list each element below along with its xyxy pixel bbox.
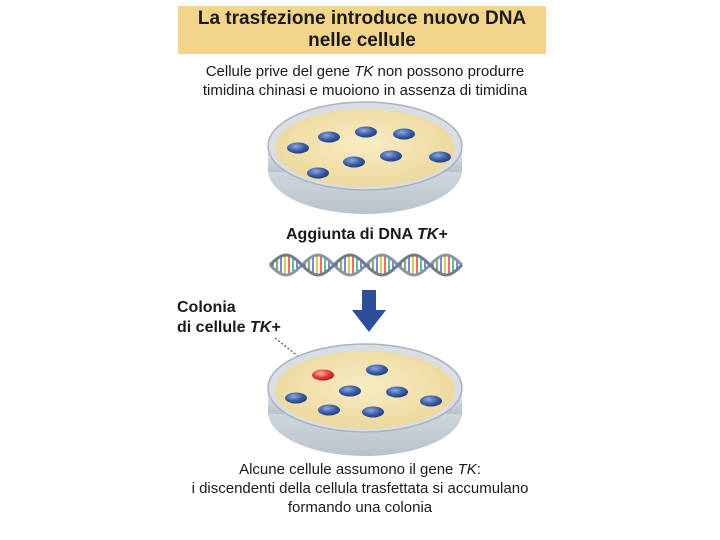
- cell: [366, 365, 388, 376]
- cell: [386, 387, 408, 398]
- bottom-caption-text: Alcune cellule assumono il gene: [239, 461, 457, 478]
- agar: [275, 351, 455, 429]
- colony-label-text: di cellule: [177, 319, 250, 336]
- cell: [362, 407, 384, 418]
- dna-helix: [270, 255, 462, 275]
- bottom-caption-line-3: formando una colonia: [150, 498, 570, 517]
- bottom-caption: Alcune cellule assumono il gene TK: i di…: [150, 460, 570, 517]
- cell: [355, 127, 377, 138]
- down-arrow-icon: [352, 290, 386, 332]
- cell: [339, 386, 361, 397]
- petri-dish-bottom: [268, 344, 462, 456]
- cell: [393, 129, 415, 140]
- colony-label-line-1: Colonia: [177, 298, 281, 318]
- cell: [380, 151, 402, 162]
- colony-label-gene: TK+: [250, 319, 281, 336]
- cell: [318, 405, 340, 416]
- bottom-caption-line-1: Alcune cellule assumono il gene TK:: [150, 460, 570, 479]
- cell: [343, 157, 365, 168]
- petri-dish-top: [268, 102, 462, 214]
- dna-label-text: Aggiunta di DNA: [286, 226, 417, 243]
- dna-label: Aggiunta di DNA TK+: [286, 226, 448, 244]
- bottom-caption-colon: :: [477, 461, 481, 478]
- cell: [285, 393, 307, 404]
- cell: [420, 396, 442, 407]
- cell: [307, 168, 329, 179]
- colony-label: Colonia di cellule TK+: [177, 298, 281, 338]
- dna-label-gene: TK+: [417, 226, 448, 243]
- bottom-caption-gene: TK: [458, 461, 477, 478]
- colony-red-cell: [312, 370, 334, 381]
- cell: [287, 143, 309, 154]
- colony-label-line-2: di cellule TK+: [177, 318, 281, 338]
- cell: [429, 152, 451, 163]
- cell: [318, 132, 340, 143]
- bottom-caption-line-2: i discendenti della cellula trasfettata …: [150, 479, 570, 498]
